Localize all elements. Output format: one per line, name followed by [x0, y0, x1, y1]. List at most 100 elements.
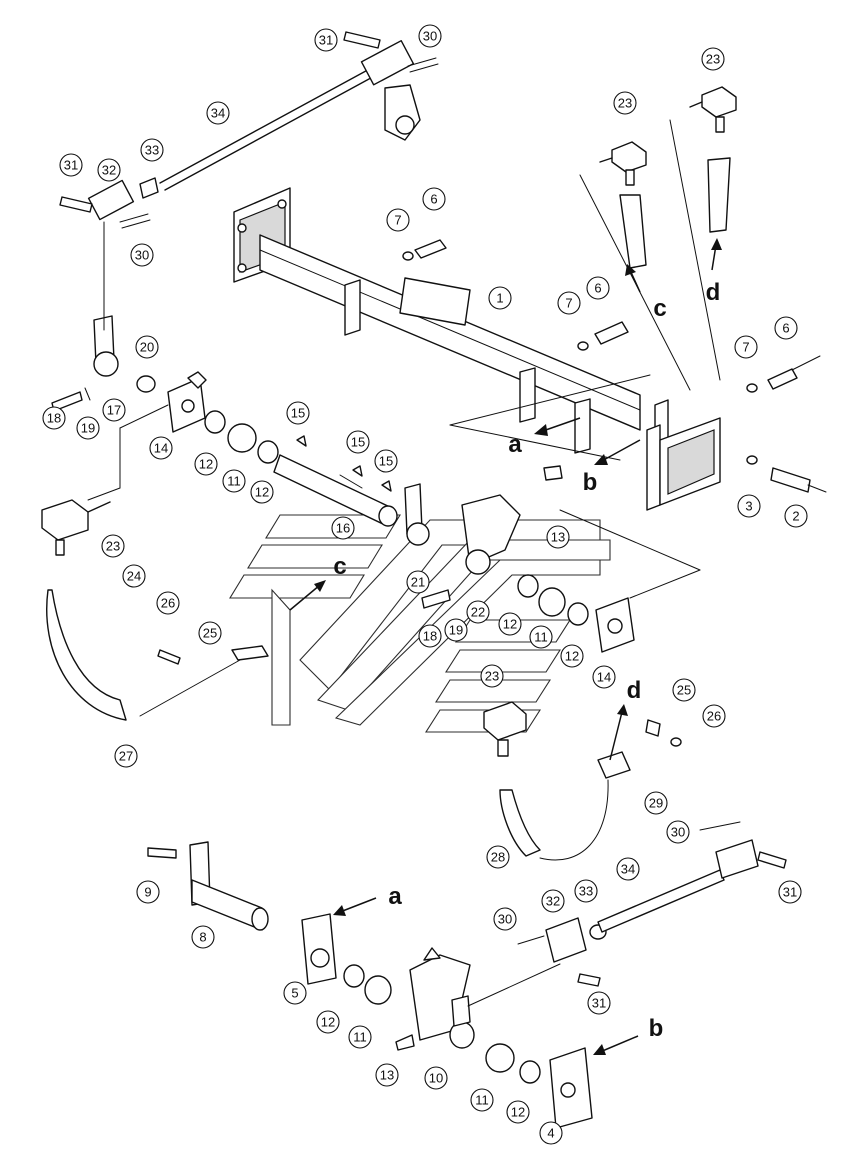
callout-circle	[194, 452, 218, 476]
callout-c24: 24	[122, 564, 146, 588]
callout-c14b: 14	[592, 665, 616, 689]
hoses	[46, 157, 731, 861]
callout-c15a: 15	[286, 401, 310, 425]
callout-circle	[587, 991, 611, 1015]
callout-number: 12	[503, 617, 517, 632]
callout-number: 28	[491, 850, 505, 865]
callout-circle	[486, 845, 510, 869]
callout-number: 11	[475, 1093, 489, 1108]
callout-number: 19	[449, 623, 463, 638]
callout-c30c: 30	[666, 820, 690, 844]
callout-number: 31	[783, 885, 797, 900]
main-shaft-assembly	[233, 187, 721, 511]
callout-c6a: 6	[422, 187, 446, 211]
callout-circle	[613, 91, 637, 115]
callout-number: 32	[102, 163, 116, 178]
callout-c6b: 6	[586, 276, 610, 300]
callout-number: 15	[379, 454, 393, 469]
callout-number: 34	[211, 106, 225, 121]
callout-c27: 27	[114, 744, 138, 768]
center-lever-assembly	[404, 465, 701, 653]
callout-circle	[348, 1025, 372, 1049]
callout-c13a: 13	[546, 525, 570, 549]
callout-number: 30	[423, 29, 437, 44]
callout-circle	[701, 47, 725, 71]
callout-circle	[784, 504, 808, 528]
callout-c18a: 18	[42, 406, 66, 430]
callout-number: 22	[471, 605, 485, 620]
callout-c33a: 33	[140, 138, 164, 162]
callout-circle	[136, 880, 160, 904]
callout-c34b: 34	[616, 857, 640, 881]
callout-c11d: 11	[470, 1088, 494, 1112]
callout-c12e: 12	[316, 1010, 340, 1034]
callout-number: 23	[706, 52, 720, 67]
callout-c28: 28	[486, 845, 510, 869]
callout-number: 30	[671, 825, 685, 840]
callout-circle	[222, 469, 246, 493]
callout-number: 20	[140, 340, 154, 355]
callout-c32a: 32	[97, 158, 121, 182]
callout-number: 7	[394, 213, 401, 228]
callout-number: 15	[291, 406, 305, 421]
callout-c17a: 17	[102, 398, 126, 422]
callout-circle	[586, 276, 610, 300]
callout-number: 14	[597, 670, 611, 685]
callout-circle	[702, 704, 726, 728]
callout-number: 31	[592, 996, 606, 1011]
callout-circle	[102, 398, 126, 422]
callout-c25b: 25	[672, 678, 696, 702]
callout-circle	[140, 138, 164, 162]
callout-number: 23	[106, 539, 120, 554]
callout-circle	[529, 625, 553, 649]
callout-circle	[283, 981, 307, 1005]
callout-number: 34	[621, 862, 635, 877]
callout-c31a: 31	[314, 28, 338, 52]
callout-c12d: 12	[560, 644, 584, 668]
callout-circle	[130, 243, 154, 267]
callout-circle	[574, 879, 598, 903]
callout-number: 12	[565, 649, 579, 664]
callout-c29: 29	[644, 791, 668, 815]
callout-c12a: 12	[194, 452, 218, 476]
callout-c12b: 12	[250, 480, 274, 504]
callout-circle	[331, 516, 355, 540]
callout-number: 10	[429, 1071, 443, 1086]
callout-c14a: 14	[149, 436, 173, 460]
callout-c23d: 23	[480, 664, 504, 688]
callout-circle	[498, 612, 522, 636]
callout-number: 30	[135, 248, 149, 263]
callout-number: 27	[119, 749, 133, 764]
callout-c7a: 7	[386, 208, 410, 232]
callout-circle	[206, 101, 230, 125]
callout-circle	[557, 291, 581, 315]
callout-number: 26	[707, 709, 721, 724]
callout-circle	[135, 335, 159, 359]
callout-circle	[422, 187, 446, 211]
callout-number: 18	[47, 411, 61, 426]
callout-c3: 3	[737, 494, 761, 518]
bolt-washer-set	[402, 239, 827, 493]
callout-circle	[734, 335, 758, 359]
callout-circle	[59, 153, 83, 177]
callout-c33b: 33	[574, 879, 598, 903]
callout-c19a: 19	[76, 416, 100, 440]
callout-number: 9	[144, 885, 151, 900]
callout-number: 11	[353, 1030, 367, 1045]
callout-circle	[375, 1063, 399, 1087]
callout-c15c: 15	[374, 449, 398, 473]
callout-circle	[666, 820, 690, 844]
callout-number: 7	[742, 340, 749, 355]
callout-circle	[156, 591, 180, 615]
callout-number: 14	[154, 441, 168, 456]
callout-c5: 5	[283, 981, 307, 1005]
callout-c23c: 23	[101, 534, 125, 558]
callout-circle	[488, 286, 512, 310]
callout-circle	[470, 1088, 494, 1112]
reference-letter-ref-b1: b	[583, 469, 598, 496]
callout-c11c: 11	[348, 1025, 372, 1049]
callout-circle	[101, 534, 125, 558]
callout-c34a: 34	[206, 101, 230, 125]
callout-c26a: 26	[156, 591, 180, 615]
